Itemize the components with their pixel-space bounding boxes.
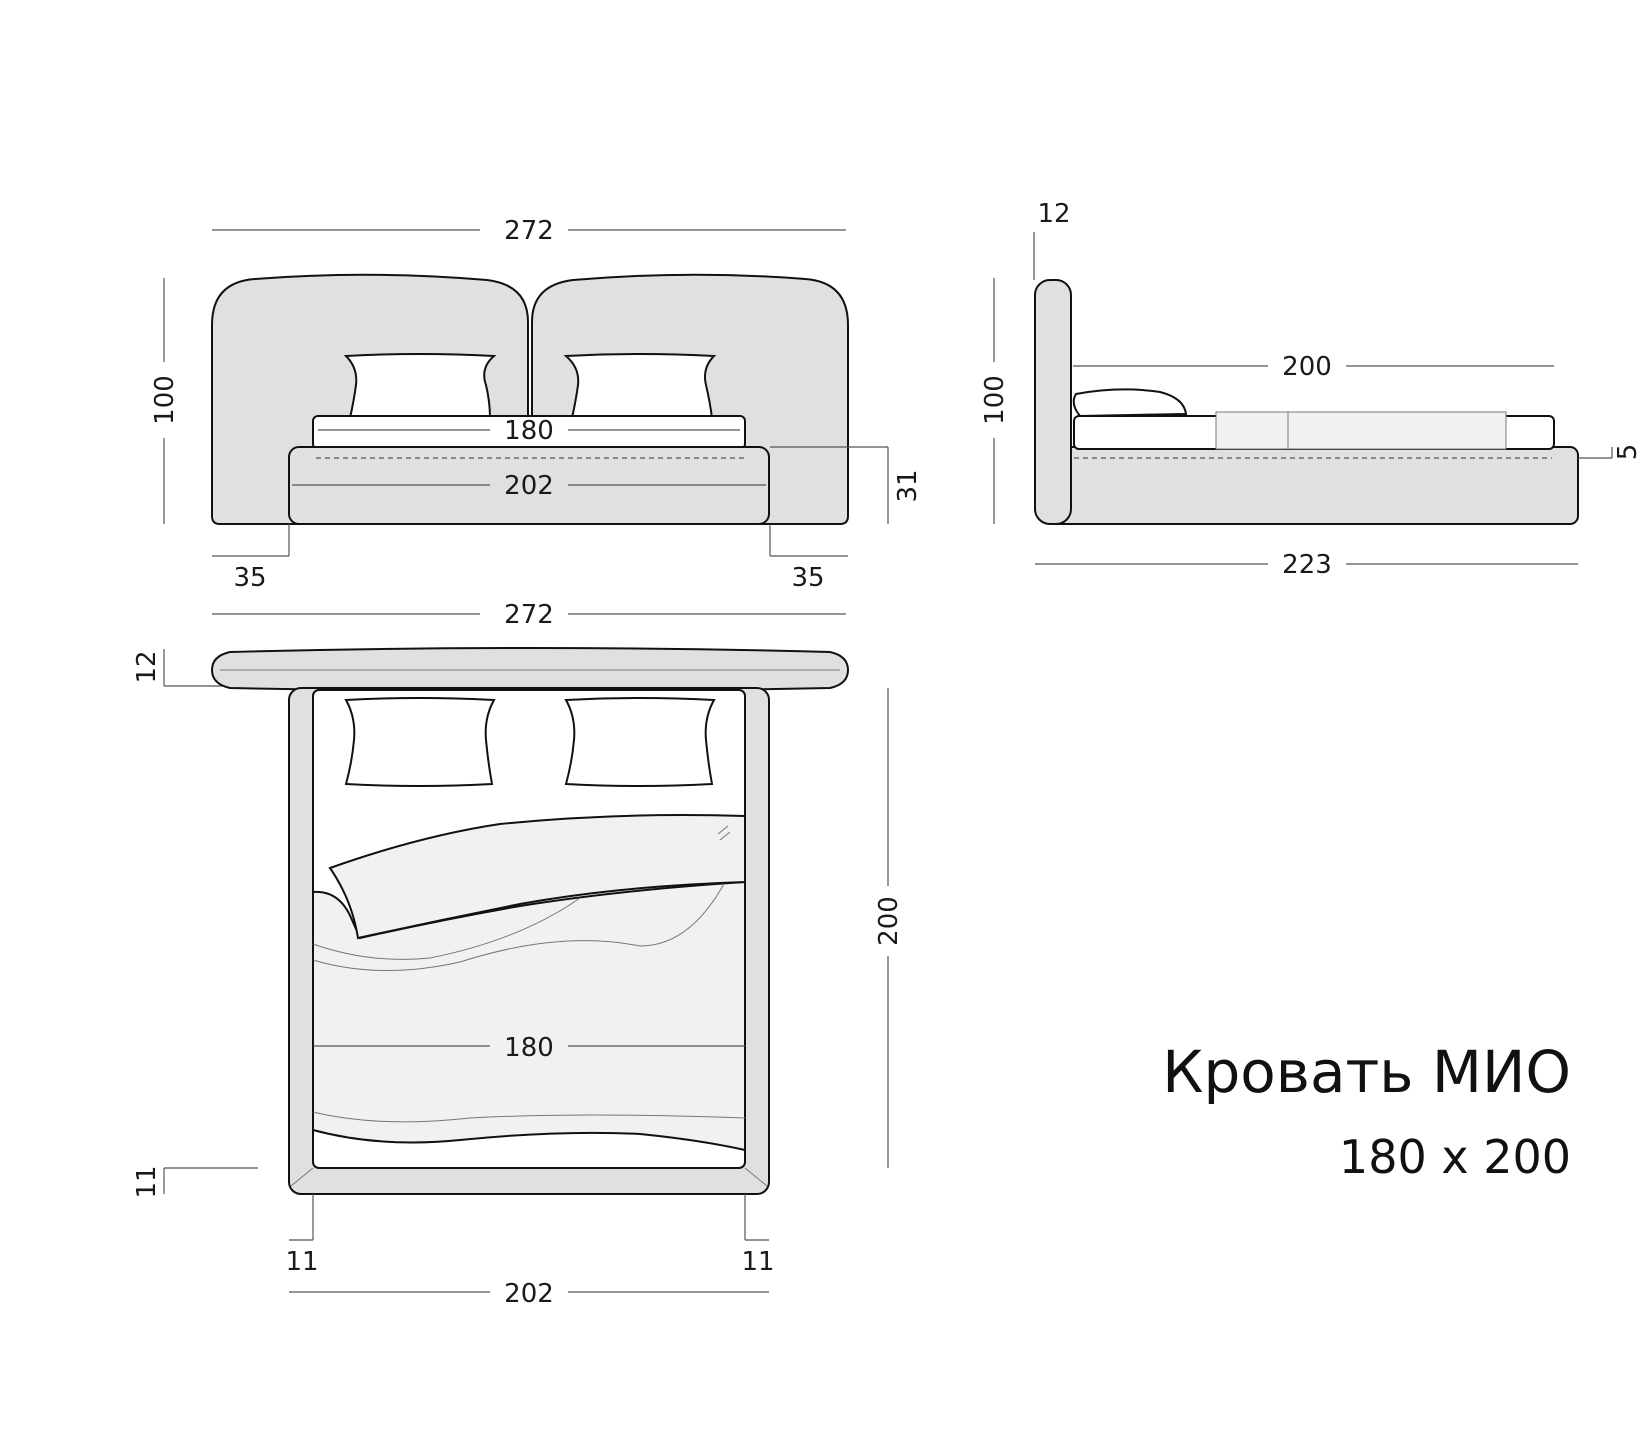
headboard-side bbox=[1034, 279, 1072, 525]
top-headboard-depth: 12 bbox=[132, 650, 162, 683]
top-view: 272 12 180 200 bbox=[132, 600, 904, 1309]
top-mattress-length: 200 bbox=[874, 896, 904, 946]
side-overall-length: 223 bbox=[1282, 550, 1332, 580]
side-mattress-length: 200 bbox=[1282, 352, 1332, 382]
top-mattress-width: 180 bbox=[504, 1033, 554, 1063]
side-view: 12 100 200 5 223 bbox=[980, 199, 1643, 580]
product-size: 180 x 200 bbox=[1338, 1130, 1571, 1184]
side-headboard-height: 100 bbox=[980, 375, 1010, 425]
top-frame-side-left: 11 bbox=[285, 1247, 318, 1277]
top-frame-end: 11 bbox=[132, 1165, 162, 1198]
pillow-side bbox=[1072, 388, 1188, 418]
front-base-width: 202 bbox=[504, 471, 554, 501]
side-headboard-thickness: 12 bbox=[1037, 199, 1070, 229]
blanket-fold bbox=[328, 814, 746, 940]
front-overall-width: 272 bbox=[504, 216, 554, 246]
bed-base-front bbox=[288, 446, 770, 525]
blanket-side bbox=[1215, 411, 1507, 450]
pillow-top-left bbox=[344, 697, 496, 787]
pillow-front-right bbox=[563, 353, 717, 419]
front-offset-right: 35 bbox=[791, 563, 824, 593]
pillow-front-left bbox=[343, 353, 497, 419]
front-offset-left: 35 bbox=[233, 563, 266, 593]
front-view: 272 100 180 202 31 35 35 bbox=[150, 216, 923, 593]
top-frame-side-right: 11 bbox=[741, 1247, 774, 1277]
front-headboard-height: 100 bbox=[150, 375, 180, 425]
side-mattress-offset: 5 bbox=[1613, 444, 1643, 461]
front-base-height: 31 bbox=[893, 469, 923, 502]
top-overall-width: 272 bbox=[504, 600, 554, 630]
top-base-width: 202 bbox=[504, 1279, 554, 1309]
product-title: Кровать МИО bbox=[1162, 1038, 1571, 1106]
front-mattress-width: 180 bbox=[504, 416, 554, 446]
pillow-top-right bbox=[564, 697, 716, 787]
